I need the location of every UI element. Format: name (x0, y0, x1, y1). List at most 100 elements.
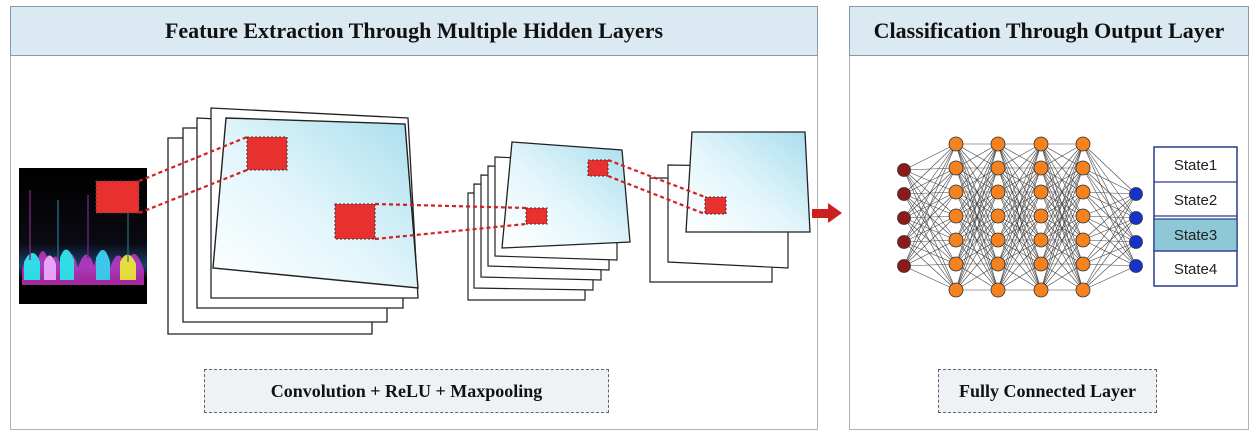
network-edge (955, 191, 999, 291)
network-edge (1040, 239, 1084, 291)
network-edge (955, 263, 999, 291)
network-edge (1040, 215, 1084, 265)
hidden3-neuron (1033, 136, 1049, 152)
network-edge (955, 143, 999, 169)
hidden2-neuron (990, 160, 1006, 176)
network-edge (903, 215, 957, 267)
network-edge (1082, 193, 1137, 241)
map1-kernel-upper (246, 136, 288, 171)
map1-kernel-lower (334, 203, 376, 240)
network-edge (955, 143, 999, 217)
network-edge (1082, 217, 1137, 291)
network-edge (997, 239, 1042, 265)
hidden3-neuron (1033, 160, 1049, 176)
network-edge (997, 167, 1042, 291)
network-edge (955, 167, 999, 291)
hidden2-neuron (990, 184, 1006, 200)
network-edge (997, 143, 1042, 265)
network-edge (955, 191, 999, 265)
input-neuron (897, 211, 911, 225)
network-edge (997, 263, 1042, 291)
input-neuron (897, 163, 911, 177)
transition-arrow (812, 203, 842, 223)
feature-map-stack-1 (167, 107, 419, 335)
projection-lines (138, 135, 706, 241)
feature-map-stack-3 (649, 131, 811, 283)
network-edge (955, 143, 999, 265)
network-edge (903, 143, 957, 195)
network-connections (903, 143, 1137, 291)
hidden3-neuron (1033, 208, 1049, 224)
network-edge (1040, 191, 1084, 265)
network-edge (903, 143, 957, 243)
fully-connected-caption: Fully Connected Layer (938, 369, 1157, 413)
network-edge (1040, 143, 1084, 241)
map2-kernel-upper (587, 159, 609, 177)
network-edge (903, 143, 957, 219)
state-4-label: State4 (1174, 261, 1217, 278)
network-edge (1040, 263, 1084, 291)
network-edge (1082, 167, 1137, 195)
network-edge (1082, 241, 1137, 291)
hidden4-neuron (1075, 136, 1091, 152)
network-edge (955, 239, 999, 291)
feature-map-stack-2 (467, 141, 631, 301)
network-edge (903, 263, 957, 267)
state-1-label: State1 (1174, 157, 1217, 174)
hidden4-neuron (1075, 282, 1091, 298)
hidden2-neuron (990, 282, 1006, 298)
hidden4-neuron (1075, 232, 1091, 248)
network-edge (997, 191, 1042, 291)
network-edge (903, 191, 957, 267)
network-edge (997, 239, 1042, 291)
hidden3-neuron (1033, 232, 1049, 248)
network-edge (1082, 217, 1137, 265)
hidden1-neuron (948, 282, 964, 298)
network-edge (1082, 193, 1137, 265)
input-spectrogram (19, 168, 147, 304)
network-edge (955, 143, 999, 193)
network-edge (997, 215, 1042, 265)
network-edge (955, 215, 999, 265)
network-edge (1040, 143, 1084, 265)
network-edge (955, 215, 999, 291)
network-edge (1040, 215, 1084, 291)
hidden4-neuron (1075, 208, 1091, 224)
input-neuron (897, 259, 911, 273)
state-3-label: State3 (1174, 227, 1217, 244)
convolution-caption: Convolution + ReLU + Maxpooling (204, 369, 609, 413)
hidden3-neuron (1033, 282, 1049, 298)
network-edge (903, 265, 957, 291)
hidden1-neuron (948, 136, 964, 152)
input-kernel-window (95, 180, 140, 214)
network-edge (1040, 239, 1084, 265)
network-edge (1040, 191, 1084, 291)
hidden1-neuron (948, 256, 964, 272)
state-2-label: State2 (1174, 192, 1217, 209)
hidden1-neuron (948, 184, 964, 200)
fully-connected-network (897, 136, 1143, 298)
network-edge (1040, 167, 1084, 291)
network-edge (903, 143, 957, 267)
hidden1-neuron (948, 160, 964, 176)
feature-extraction-title: Feature Extraction Through Multiple Hidd… (10, 6, 818, 56)
network-edge (997, 143, 1042, 217)
output-neuron (1129, 259, 1143, 273)
network-edge (955, 239, 999, 265)
network-edge (1040, 143, 1084, 217)
hidden2-neuron (990, 136, 1006, 152)
hidden4-neuron (1075, 184, 1091, 200)
hidden2-neuron (990, 256, 1006, 272)
input-neuron (897, 187, 911, 201)
output-neuron (1129, 235, 1143, 249)
hidden4-neuron (1075, 160, 1091, 176)
network-edge (1082, 241, 1137, 265)
network-edge (997, 143, 1042, 193)
network-edge (997, 215, 1042, 291)
hidden1-neuron (948, 232, 964, 248)
network-edge (997, 143, 1042, 241)
hidden1-neuron (948, 208, 964, 224)
network-edge (1082, 265, 1137, 291)
network-edge (1082, 143, 1137, 195)
